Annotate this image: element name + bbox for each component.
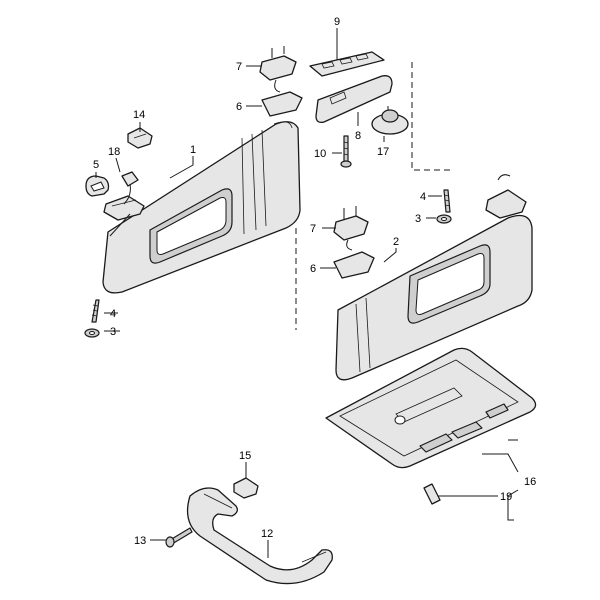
clip-part-15 (233, 477, 259, 499)
clip-part-19 (423, 483, 441, 505)
lens-part-9 (309, 51, 385, 77)
nut-right-part-3 (436, 214, 452, 224)
assembly-boundary (295, 62, 452, 330)
callout-4-right: 4 (420, 191, 426, 203)
connector-part-18 (121, 171, 139, 205)
nut-left-part-3 (84, 328, 100, 338)
console-part-16 (325, 347, 537, 469)
callout-8: 8 (355, 130, 361, 142)
callout-5: 5 (93, 159, 99, 171)
sun-visor-right (335, 214, 533, 381)
callout-19: 19 (500, 491, 512, 503)
visor-hinge-left (103, 195, 145, 237)
cover-part-6-upper (261, 91, 303, 117)
bezel-part-5 (85, 175, 110, 197)
callout-3-left: 3 (110, 326, 116, 338)
screw-right-part-4 (443, 189, 451, 213)
callout-13: 13 (134, 535, 146, 547)
callout-18: 18 (108, 146, 120, 158)
cover-part-6-lower (333, 251, 375, 279)
callout-4-left: 4 (110, 308, 116, 320)
light-housing-part-8 (315, 75, 393, 124)
holder-part-7-lower (333, 206, 369, 251)
callout-14: 14 (133, 109, 145, 121)
screw-part-10 (340, 135, 352, 168)
callout-12: 12 (261, 528, 273, 540)
callout-6-upper: 6 (236, 101, 242, 113)
sun-visor-left (102, 121, 301, 294)
callout-16: 16 (524, 476, 536, 488)
grab-handle-part-12 (186, 487, 333, 585)
screw-part-13 (165, 527, 193, 548)
callout-15: 15 (239, 450, 251, 462)
visor-hinge-right (485, 174, 527, 219)
callout-7-lower: 7 (310, 223, 316, 235)
holder-part-7-upper (259, 46, 297, 93)
screw-left-part-4 (91, 299, 100, 323)
callout-2: 2 (393, 236, 399, 248)
callout-7-upper: 7 (236, 61, 242, 73)
callout-6-lower: 6 (310, 263, 316, 275)
callout-labels: 1 2 3 3 4 4 5 6 6 7 7 8 9 10 12 13 14 15… (93, 16, 536, 547)
callout-3-right: 3 (415, 213, 421, 225)
callout-1: 1 (190, 144, 196, 156)
leader-lines (95, 28, 519, 558)
grommet-part-17 (371, 106, 409, 135)
callout-9: 9 (334, 16, 340, 28)
callout-17: 17 (377, 146, 389, 158)
callout-10: 10 (314, 148, 326, 160)
